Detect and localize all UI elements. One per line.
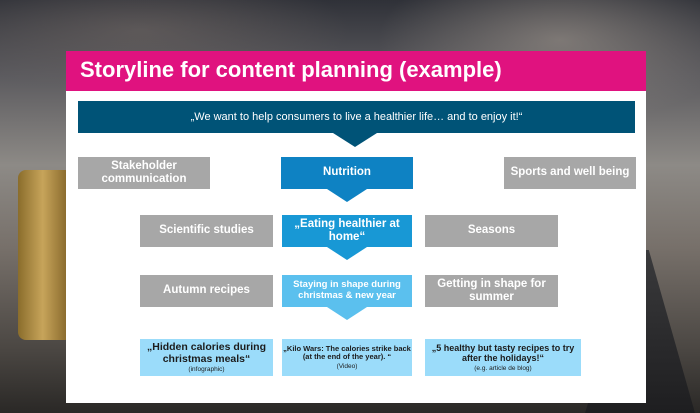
content-kilo-wars: „Kilo Wars: The calories strike back (at… — [282, 339, 412, 376]
node-label: Autumn recipes — [163, 284, 250, 297]
node-eating-healthier: „Eating healthier at home“ — [282, 215, 412, 247]
node-seasons: Seasons — [425, 215, 558, 247]
node-stakeholder-communication: Stakeholder communication — [78, 157, 210, 189]
node-getting-in-shape: Getting in shape for summer — [425, 275, 558, 307]
mission-bar: „We want to help consumers to live a hea… — [78, 101, 635, 133]
arrow-staying-in-shape — [327, 307, 367, 320]
content-format: (infographic) — [188, 366, 225, 374]
mission-text: „We want to help consumers to live a hea… — [190, 110, 523, 123]
node-label: Seasons — [467, 224, 516, 237]
background-object — [18, 170, 73, 340]
slide: Storyline for content planning (example)… — [66, 51, 646, 403]
content-healthy-recipes: „5 healthy but tasty recipes to try afte… — [425, 339, 581, 376]
node-sports-and-well-being: Sports and well being — [504, 157, 636, 189]
node-label: „Eating healthier at home“ — [294, 217, 400, 243]
content-title: „Kilo Wars: The calories strike back (at… — [283, 343, 411, 362]
content-title: „5 healthy but tasty recipes to try afte… — [431, 342, 575, 364]
node-autumn-recipes: Autumn recipes — [140, 275, 273, 307]
title-bar: Storyline for content planning (example) — [66, 51, 646, 91]
node-label: Nutrition — [323, 166, 371, 179]
arrow-nutrition — [327, 189, 367, 202]
content-format: (e.g. article de blog) — [474, 364, 532, 372]
node-staying-in-shape: Staying in shape during christmas & new … — [282, 275, 412, 307]
slide-title: Storyline for content planning (example) — [80, 57, 502, 82]
mission-arrow — [333, 133, 377, 147]
arrow-eating-healthier — [327, 247, 367, 260]
content-hidden-calories: „Hidden calories during christmas meals“… — [140, 339, 273, 376]
content-format: (Video) — [336, 362, 358, 370]
node-label: Stakeholder communication — [101, 159, 187, 185]
node-label: Sports and well being — [510, 166, 630, 179]
node-label: Getting in shape for summer — [437, 277, 546, 303]
node-label: Staying in shape during christmas & new … — [293, 279, 401, 301]
node-label: Scientific studies — [159, 224, 254, 237]
node-scientific-studies: Scientific studies — [140, 215, 273, 247]
content-title: „Hidden calories during christmas meals“ — [146, 341, 267, 366]
node-nutrition: Nutrition — [281, 157, 413, 189]
